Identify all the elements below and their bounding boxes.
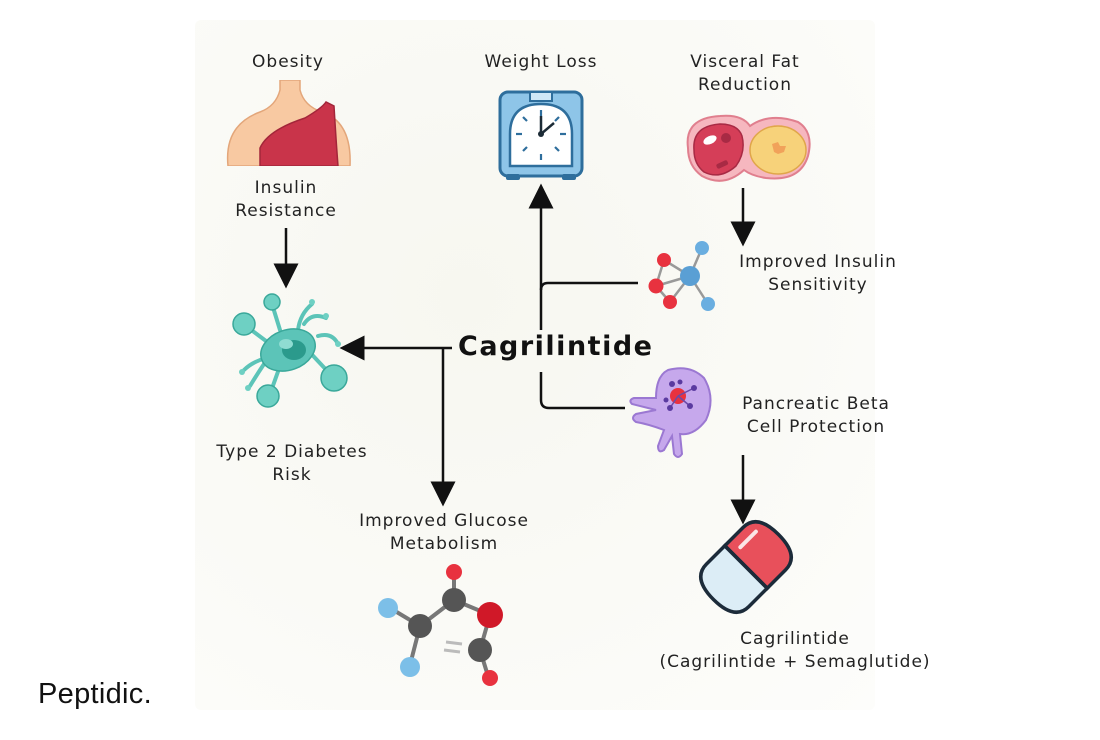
beta-cell-line1: Pancreatic Beta [742,394,890,414]
t2d-risk-label: Type 2 Diabetes Risk [190,441,394,487]
insulin-resistance-line2: Resistance [235,201,337,221]
beta-cell-icon [629,367,712,458]
glucose-metabolism-line2: Metabolism [389,534,499,554]
t2d-risk-line2: Risk [272,465,312,485]
insulin-sensitivity-label: Improved Insulin Sensitivity [708,251,928,297]
insulin-resistance-label: Insulin Resistance [218,177,354,223]
insulin-sensitivity-line2: Sensitivity [768,275,868,295]
center-drug-label: Cagrilintide [458,331,654,362]
t2d-risk-line1: Type 2 Diabetes [216,442,368,462]
beta-cell-label: Pancreatic Beta Cell Protection [716,393,916,439]
combo-line1: Cagrilintide [740,629,850,649]
combo-line2: (Cagrilintide + Semaglutide) [659,652,931,672]
fat-cell-icon [686,114,811,182]
capsule-icon [699,520,793,614]
weight-loss-label: Weight Loss [484,52,598,72]
brand-logo: Peptidic. [38,678,152,710]
visceral-fat-label: Visceral Fat Reduction [670,51,820,97]
glucose-metabolism-line1: Improved Glucose [359,511,529,531]
insulin-resistance-line1: Insulin [254,178,318,198]
molecule-icon [648,241,715,311]
beta-cell-line2: Cell Protection [746,417,886,437]
combo-label: Cagrilintide (Cagrilintide + Semaglutide… [650,628,940,674]
obesity-label: Obesity [252,52,324,72]
insulin-sensitivity-line1: Improved Insulin [739,252,897,272]
visceral-fat-line2: Reduction [698,75,792,95]
scale-icon [498,90,584,180]
glucose-molecule-icon [378,564,503,686]
visceral-fat-line1: Visceral Fat [690,52,800,72]
torso-icon [226,80,351,166]
cell-icon [232,293,348,408]
glucose-metabolism-label: Improved Glucose Metabolism [330,510,558,556]
